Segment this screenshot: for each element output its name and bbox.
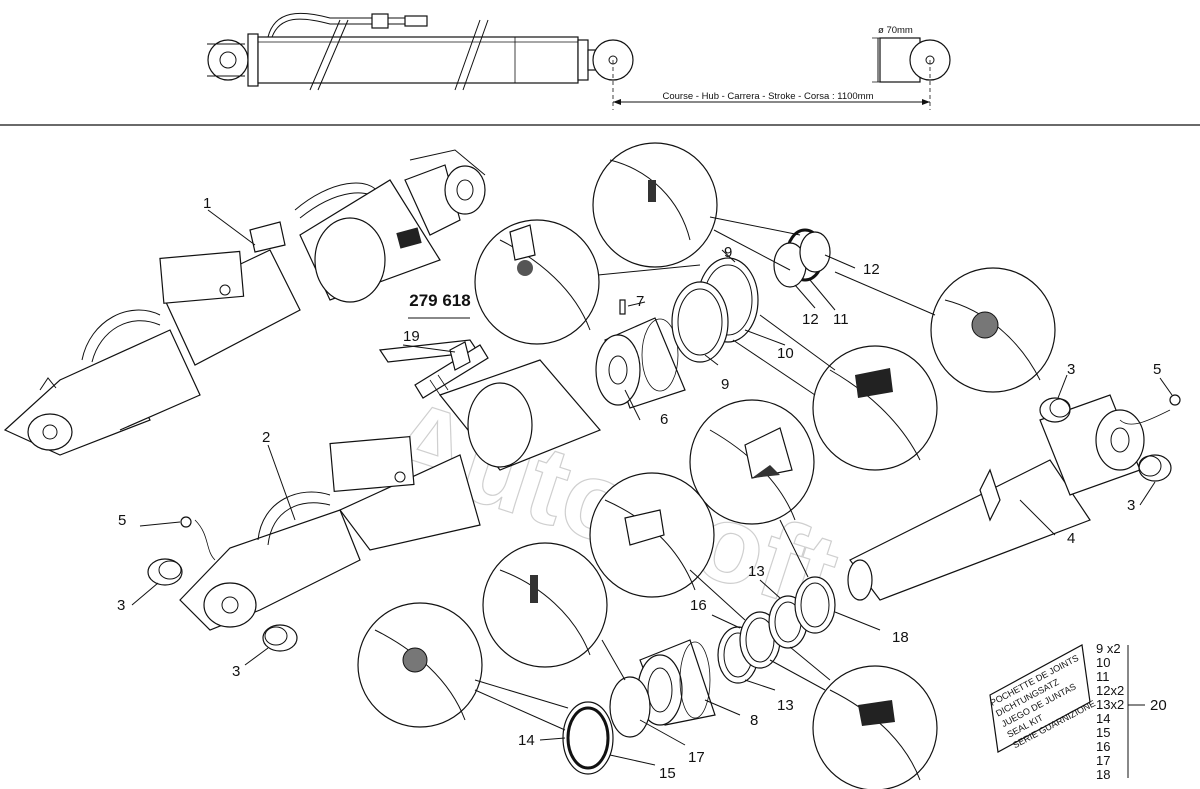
header-cylinder-overview xyxy=(207,12,951,110)
callout-5: 5 xyxy=(1153,361,1161,378)
callout-15: 15 xyxy=(659,765,676,782)
kit-item: 15 xyxy=(1096,725,1110,740)
reference-number: 279 618 xyxy=(409,291,470,310)
kit-item: 10 xyxy=(1096,655,1110,670)
callout-6: 6 xyxy=(660,411,668,428)
kit-item: 12x2 xyxy=(1096,683,1124,698)
seal-kit-box xyxy=(989,644,1145,778)
callout-3: 3 xyxy=(232,663,240,680)
callout-13: 13 xyxy=(748,563,765,580)
callout-1: 1 xyxy=(203,195,211,212)
callout-4: 4 xyxy=(1067,530,1075,547)
callout-14: 14 xyxy=(518,732,535,749)
callout-19: 19 xyxy=(403,328,420,345)
part-3-bushing-a xyxy=(1039,397,1071,423)
callout-13: 13 xyxy=(777,697,794,714)
kit-item: 17 xyxy=(1096,753,1110,768)
detail-circle-17 xyxy=(482,542,608,668)
detail-circle-16 xyxy=(589,472,715,598)
diameter-dimension-text: ø 70mm xyxy=(878,25,913,36)
callout-leaders xyxy=(131,209,1173,766)
detail-circle-12 xyxy=(592,142,718,268)
callout-2: 2 xyxy=(262,429,270,446)
kit-item: 13x2 xyxy=(1096,697,1124,712)
callout-3: 3 xyxy=(117,597,125,614)
part-3-bushing-d xyxy=(262,624,298,652)
seal-kit-line: POCHETTE DE JOINTS xyxy=(989,653,1081,708)
part-3-bushing-c xyxy=(147,558,183,586)
part-1-cylinder-tube-assembly xyxy=(3,149,486,456)
callout-18: 18 xyxy=(892,629,909,646)
kit-item: 9 x2 xyxy=(1096,641,1121,656)
detail-circle-14 xyxy=(357,602,483,728)
callout-3: 3 xyxy=(1127,497,1135,514)
callout-9: 9 xyxy=(721,376,729,393)
callout-12: 12 xyxy=(863,261,880,278)
callout-10: 10 xyxy=(777,345,794,362)
part-5-grease-nipple-a xyxy=(1119,394,1181,425)
detail-circle-18 xyxy=(812,665,938,789)
part-5-grease-nipple-b xyxy=(180,516,216,561)
kit-item: 18 xyxy=(1096,767,1110,782)
detail-connector-lines xyxy=(474,216,936,731)
callout-5: 5 xyxy=(118,512,126,529)
part-17-oring xyxy=(609,676,651,738)
part-3-bushing-b xyxy=(1138,454,1172,482)
detail-circle-6 xyxy=(689,399,815,525)
detail-circle-10 xyxy=(812,345,938,471)
part-12-backup-rings xyxy=(773,231,831,288)
callout-11: 11 xyxy=(833,311,849,328)
kit-item: 16 xyxy=(1096,739,1110,754)
part-7-pin xyxy=(619,299,626,315)
callout-9: 9 xyxy=(724,244,732,261)
callout-7: 7 xyxy=(636,293,644,310)
detail-circle-11 xyxy=(930,267,1056,393)
part-4-piston-rod xyxy=(847,394,1145,601)
stroke-dimension-text: Course - Hub - Carrera - Stroke - Corsa … xyxy=(663,91,874,102)
callout-17: 17 xyxy=(688,749,705,766)
part-15-wiper xyxy=(562,701,614,775)
callout-3: 3 xyxy=(1067,361,1075,378)
callout-12: 12 xyxy=(802,311,819,328)
part-9-ring-lower xyxy=(671,281,729,363)
detail-circle-9 xyxy=(474,219,600,345)
seal-kit-box-text: POCHETTE DE JOINTS DICHTUNGSATZ JUEGO DE… xyxy=(989,653,1097,750)
kit-item: 11 xyxy=(1096,669,1110,684)
callout-8: 8 xyxy=(750,712,758,729)
part-19-hydraulic-fitting xyxy=(414,341,489,399)
part-18-ring xyxy=(794,576,836,634)
callout-16: 16 xyxy=(690,597,707,614)
seal-kit-contents: 9 x2 10 11 12x2 13x2 14 15 16 17 18 xyxy=(1096,641,1124,782)
part-2-cylinder-tube-assembly xyxy=(179,339,602,631)
callout-20: 20 xyxy=(1150,697,1167,714)
kit-item: 14 xyxy=(1096,711,1110,726)
part-6-piston xyxy=(595,317,686,409)
